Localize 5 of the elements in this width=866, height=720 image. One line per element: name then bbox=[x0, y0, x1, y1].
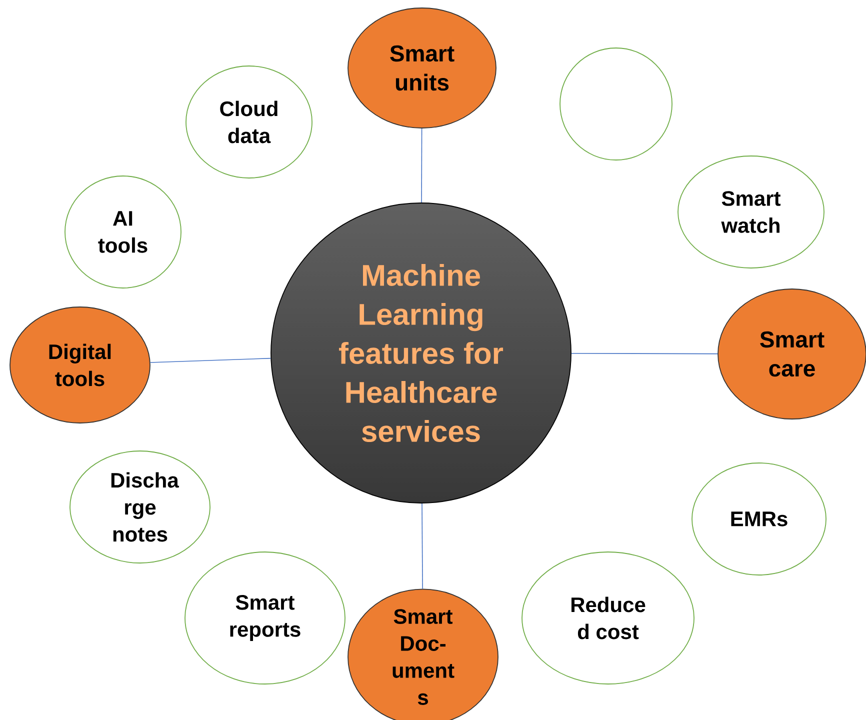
connector-line bbox=[422, 503, 423, 590]
connector-line bbox=[571, 353, 718, 354]
connector-line bbox=[150, 358, 272, 363]
item-ellipse bbox=[560, 48, 672, 160]
connector-line bbox=[421, 128, 422, 203]
